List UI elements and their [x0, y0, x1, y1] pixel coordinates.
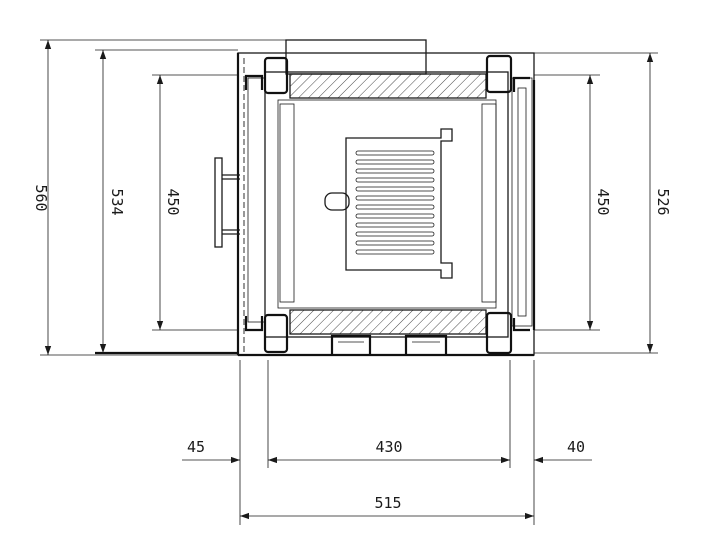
dim-label-width-left-offset: 45 — [187, 438, 205, 456]
inner-body — [264, 71, 509, 338]
dim-label-height-frame: 534 — [108, 188, 126, 215]
inner-chamber — [277, 99, 497, 309]
grille-unit — [324, 128, 453, 279]
hinge-bottom-left — [244, 316, 264, 332]
dimension-lines — [40, 39, 658, 525]
hinge-top-right — [512, 76, 530, 92]
grille-knob — [324, 192, 350, 211]
dim-label-height-opening-left: 450 — [164, 188, 182, 215]
dim-label-height-right-overall: 526 — [654, 188, 672, 215]
dim-label-width-inner: 430 — [375, 438, 402, 456]
dim-label-width-right-offset: 40 — [567, 438, 585, 456]
right-door-glass — [517, 87, 527, 317]
handle-bar — [214, 157, 223, 248]
top-wall-hatched — [289, 73, 487, 99]
foot-left — [330, 334, 372, 355]
left-inner-panel — [279, 103, 295, 303]
corner-post-top-left — [263, 56, 289, 95]
door-handle — [214, 157, 240, 248]
corner-post-top-right — [485, 54, 513, 94]
right-inner-panel — [481, 103, 497, 303]
corner-post-bottom-right — [485, 311, 513, 355]
dim-label-height-outer: 560 — [32, 184, 50, 211]
dim-label-width-overall: 515 — [374, 494, 401, 512]
bottom-wall-hatched — [289, 309, 487, 335]
hinge-top-left — [244, 74, 264, 90]
grille-slots — [355, 150, 435, 255]
corner-post-bottom-left — [263, 313, 289, 354]
corner-posts — [263, 54, 513, 355]
right-door — [511, 77, 533, 327]
left-door — [247, 77, 266, 323]
foot-right — [404, 334, 448, 355]
dim-label-height-opening-right: 450 — [594, 188, 612, 215]
top-housing — [285, 39, 427, 75]
hinge-brackets — [236, 53, 534, 357]
hinge-bottom-right — [512, 318, 530, 332]
dimension-labels: 560 534 450 450 526 45 430 40 515 — [32, 184, 672, 512]
bottom-brackets — [330, 334, 448, 355]
grille-outline — [345, 128, 453, 279]
